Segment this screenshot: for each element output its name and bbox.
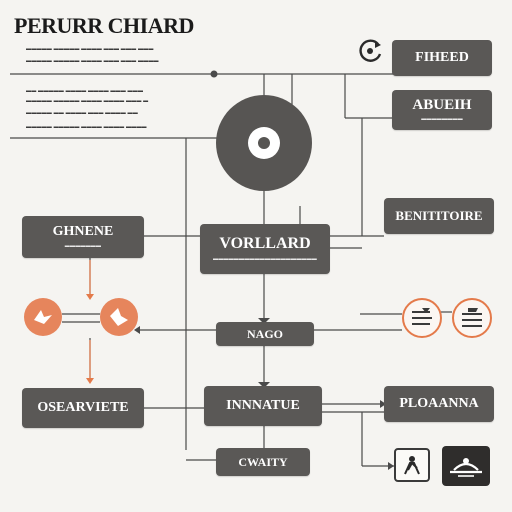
node-fiheed[interactable]: FIHEED <box>392 40 492 76</box>
arrow-head <box>388 462 394 470</box>
node-nago[interactable]: NAGO <box>216 322 314 346</box>
node-label: PLOAANNA <box>399 395 479 411</box>
caption-line: ▬▬▬▬▬ ▬▬▬▬▬ ▬▬▬▬ ▬▬▬▬ ▬▬▬▬ <box>26 124 147 130</box>
caption-line: ▬▬▬▬▬ ▬▬ ▬▬▬▬ ▬▬▬ ▬▬▬▬ ▬▬ <box>26 110 138 116</box>
node-label: FIHEED <box>415 49 469 65</box>
arrow-head <box>380 400 386 408</box>
hub-ring <box>248 127 280 159</box>
node-sublabel: ▬▬▬▬▬▬▬▬ <box>421 116 463 123</box>
node-innnatue[interactable]: INNNATUE <box>204 386 322 426</box>
node-sublabel: ▬▬▬▬▬▬▬▬▬▬▬▬▬▬▬▬▬▬▬▬ <box>213 255 317 262</box>
caption-line: ▬▬▬▬▬ ▬▬▬▬▬ ▬▬▬▬ ▬▬▬ ▬▬▬ ▬▬▬▬ <box>26 58 159 64</box>
node-osearviete[interactable]: OSEARVIETE <box>22 388 144 428</box>
refresh-icon[interactable] <box>356 36 386 66</box>
node-label: ABUEIH <box>412 96 472 113</box>
junction-dot <box>210 70 218 78</box>
folded-document-icon[interactable] <box>402 298 442 338</box>
node-cwaity[interactable]: CWAITY <box>216 448 310 476</box>
node-label: OSEARVIETE <box>37 399 129 415</box>
node-abueh[interactable]: ABUEIH ▬▬▬▬▬▬▬▬ <box>392 90 492 130</box>
caption-line: ▬▬ ▬▬▬▬▬ ▬▬▬▬ ▬▬▬▬ ▬▬▬ ▬▬▬ <box>26 88 144 94</box>
orange-arrow-head <box>86 294 94 300</box>
person-icon[interactable] <box>394 448 430 482</box>
scribble-icon[interactable] <box>100 298 138 336</box>
node-label: GHNENE <box>52 224 114 240</box>
node-label: NAGO <box>247 326 283 341</box>
node-vorllard[interactable]: VORLLARD ▬▬▬▬▬▬▬▬▬▬▬▬▬▬▬▬▬▬▬▬ <box>200 224 330 274</box>
caption-line: ▬▬▬▬▬ ▬▬▬▬▬ ▬▬▬▬ ▬▬▬ ▬▬▬ ▬▬▬ <box>26 46 154 52</box>
target-icon[interactable] <box>216 95 312 191</box>
node-benititoire[interactable]: BENITITOIRE <box>384 198 494 234</box>
arrow-head <box>134 326 140 334</box>
hat-icon[interactable] <box>442 446 490 486</box>
folded-document-icon[interactable] <box>452 298 492 338</box>
arrow-head <box>258 382 270 388</box>
arrow-head <box>258 318 270 324</box>
hub-core <box>258 137 270 149</box>
scribble-icon[interactable] <box>24 298 62 336</box>
orange-arrow-head <box>86 378 94 384</box>
caption-line: ▬▬▬▬▬ ▬▬▬▬▬ ▬▬▬▬ ▬▬▬▬ ▬▬▬ ▬ <box>26 98 149 104</box>
node-label: BENITITOIRE <box>395 208 483 224</box>
node-sublabel: ▬▬▬▬▬▬▬ <box>64 242 102 249</box>
node-label: CWAITY <box>238 454 288 469</box>
node-label: INNNATUE <box>226 397 300 413</box>
diagram-title: PERURR CHIARD <box>14 13 194 38</box>
node-plaanna[interactable]: PLOAANNA <box>384 386 494 422</box>
node-genene[interactable]: GHNENE ▬▬▬▬▬▬▬ <box>22 216 144 258</box>
node-label: VORLLARD <box>219 234 311 252</box>
